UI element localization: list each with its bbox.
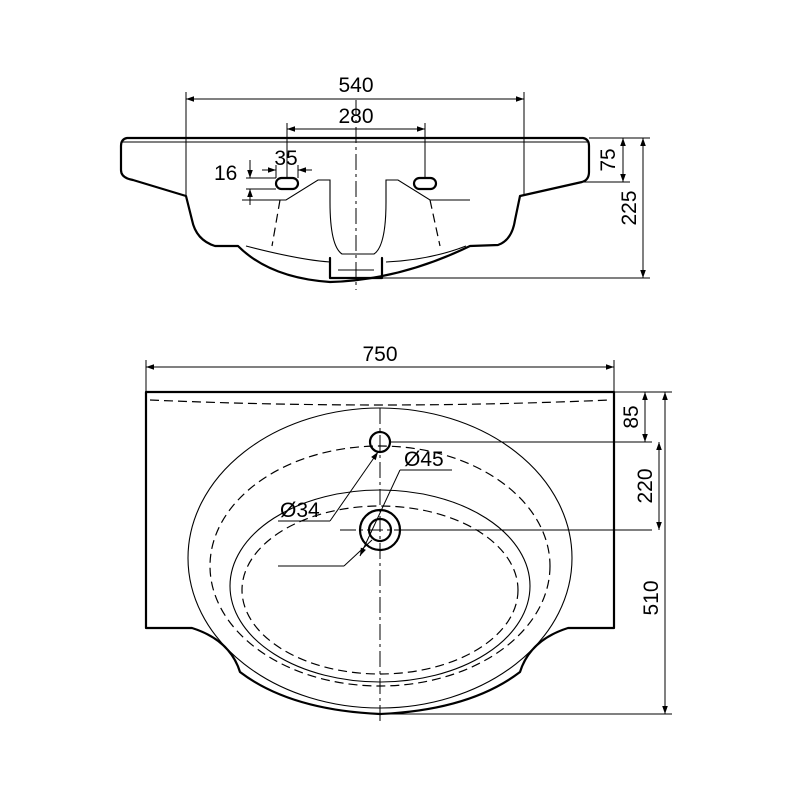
- dim-225-label: 225: [618, 190, 641, 225]
- bowl-wall-left: [271, 199, 281, 247]
- tap-diameter-leader: [329, 451, 379, 522]
- tap-diameter-lower-leader-b: [343, 539, 373, 567]
- dim-85-label: 85: [620, 405, 643, 428]
- plan-view: 750 85 220 510 Ø45 Ø34: [144, 343, 672, 722]
- dim-16-label: 16: [214, 162, 237, 185]
- bowl-floor-line: [245, 245, 467, 263]
- dim-75-label: 75: [597, 148, 620, 171]
- drain-diameter-leader: [359, 469, 401, 557]
- dim-35-label: 35: [274, 147, 297, 170]
- dim-220-label: 220: [634, 468, 657, 503]
- left-slot: [274, 176, 300, 191]
- dim-280-label: 280: [338, 105, 373, 128]
- drain-diameter-label: Ø45: [404, 448, 444, 471]
- dim-750-label: 750: [362, 343, 397, 366]
- bowl-inner-profile: [242, 179, 470, 255]
- front-view: 540 280 35 16 75 225: [119, 74, 650, 290]
- front-edge-hidden: [149, 399, 611, 406]
- basin-side-outline: [119, 136, 591, 284]
- dim-510-label: 510: [640, 580, 663, 615]
- tap-diameter-label: Ø34: [280, 499, 320, 522]
- bowl-wall-right: [429, 199, 441, 247]
- right-slot: [412, 176, 438, 191]
- dim-540-label: 540: [338, 74, 373, 97]
